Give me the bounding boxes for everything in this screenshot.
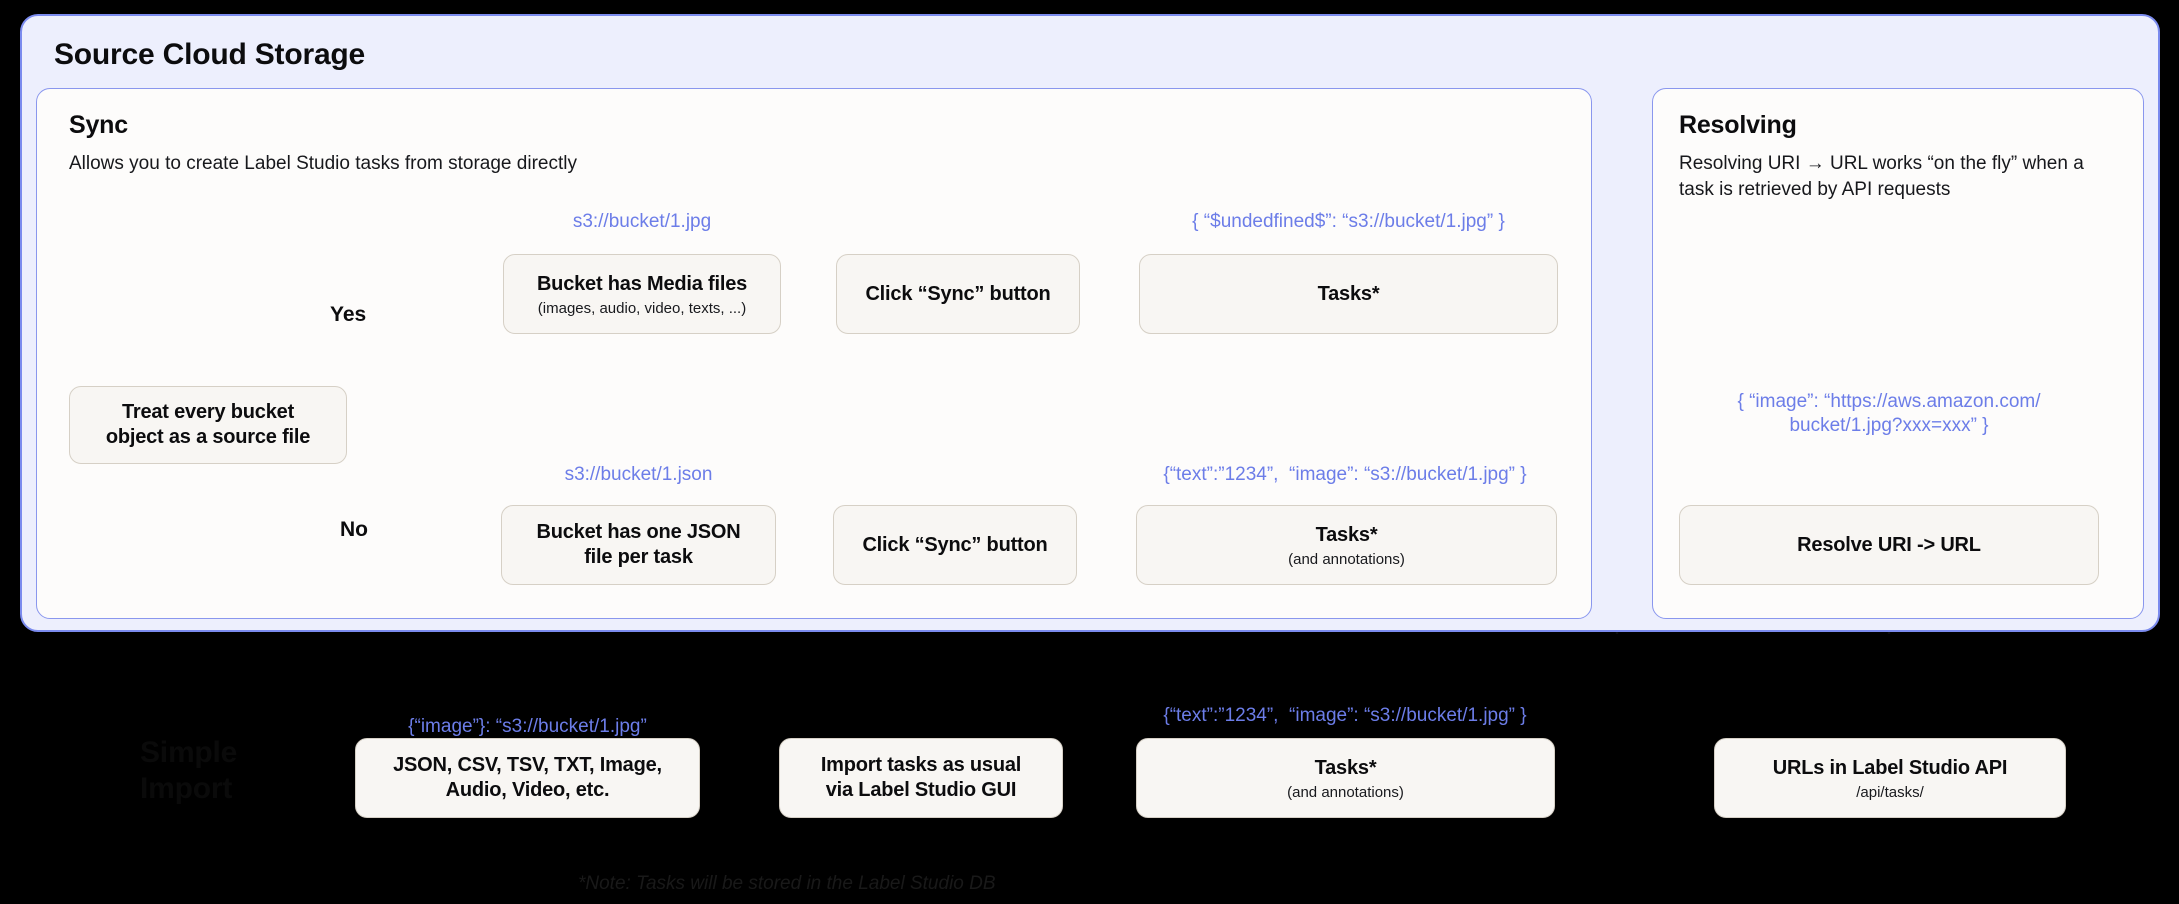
node-supported-formats[interactable]: JSON, CSV, TSV, TXT, Image,Audio, Video,…: [355, 738, 700, 818]
label-uri-s3-json: s3://bucket/1.json: [564, 464, 713, 485]
node-label: Tasks*: [1314, 756, 1377, 779]
node-sublabel: (and annotations): [1287, 783, 1404, 801]
node-tasks-top[interactable]: Tasks*: [1139, 254, 1558, 334]
node-label: Click “Sync” button: [865, 282, 1051, 305]
node-label: Bucket has Media files: [536, 272, 748, 295]
footnote: *Note: Tasks will be stored in the Label…: [578, 873, 996, 894]
label-uri-s3-jpg: s3://bucket/1.jpg: [572, 211, 712, 232]
label-json-text-image-import: {“text”:”1234”, “image”: “s3://bucket/1.…: [1163, 705, 1527, 726]
node-label: Tasks*: [1315, 523, 1378, 546]
label-json-text-image-sync: {“text”:”1234”, “image”: “s3://bucket/1.…: [1163, 464, 1527, 485]
sync-panel-title: Sync: [69, 111, 128, 139]
node-label: Resolve URI -> URL: [1797, 533, 1981, 556]
node-bucket-has-media-files[interactable]: Bucket has Media files (images, audio, v…: [503, 254, 781, 334]
label-json-resolved-url: { “image”: “https://aws.amazon.com/bucke…: [1737, 391, 2041, 436]
branch-label-yes: Yes: [330, 303, 367, 326]
node-resolve-uri-to-url[interactable]: Resolve URI -> URL: [1679, 505, 2099, 585]
branch-label-no: No: [340, 518, 368, 541]
label-json-undefined: { “$undedfined$”: “s3://bucket/1.jpg” }: [1192, 211, 1505, 232]
node-click-sync-button-bottom[interactable]: Click “Sync” button: [833, 505, 1077, 585]
node-sublabel: (and annotations): [1288, 550, 1405, 568]
node-click-sync-button-top[interactable]: Click “Sync” button: [836, 254, 1080, 334]
page-title: Source Cloud Storage: [54, 38, 366, 71]
node-label: Click “Sync” button: [862, 533, 1048, 556]
node-sublabel: /api/tasks/: [1856, 783, 1924, 801]
label-json-image-simple-import: {“image”}: “s3://bucket/1.jpg”: [408, 716, 647, 737]
resolving-panel-title: Resolving: [1679, 111, 1797, 139]
node-label: URLs in Label Studio API: [1772, 756, 2008, 779]
resolving-panel-subtitle: Resolving URI → URL works “on the fly” w…: [1679, 153, 2084, 200]
node-label: Tasks*: [1317, 282, 1380, 305]
node-sublabel: (images, audio, video, texts, ...): [537, 299, 747, 317]
node-tasks-simple-import[interactable]: Tasks* (and annotations): [1136, 738, 1555, 818]
node-urls-in-label-studio-api[interactable]: URLs in Label Studio API /api/tasks/: [1714, 738, 2066, 818]
node-tasks-bottom[interactable]: Tasks* (and annotations): [1136, 505, 1557, 585]
node-label: JSON, CSV, TSV, TXT, Image,Audio, Video,…: [393, 754, 662, 801]
sync-panel-subtitle: Allows you to create Label Studio tasks …: [69, 153, 577, 174]
